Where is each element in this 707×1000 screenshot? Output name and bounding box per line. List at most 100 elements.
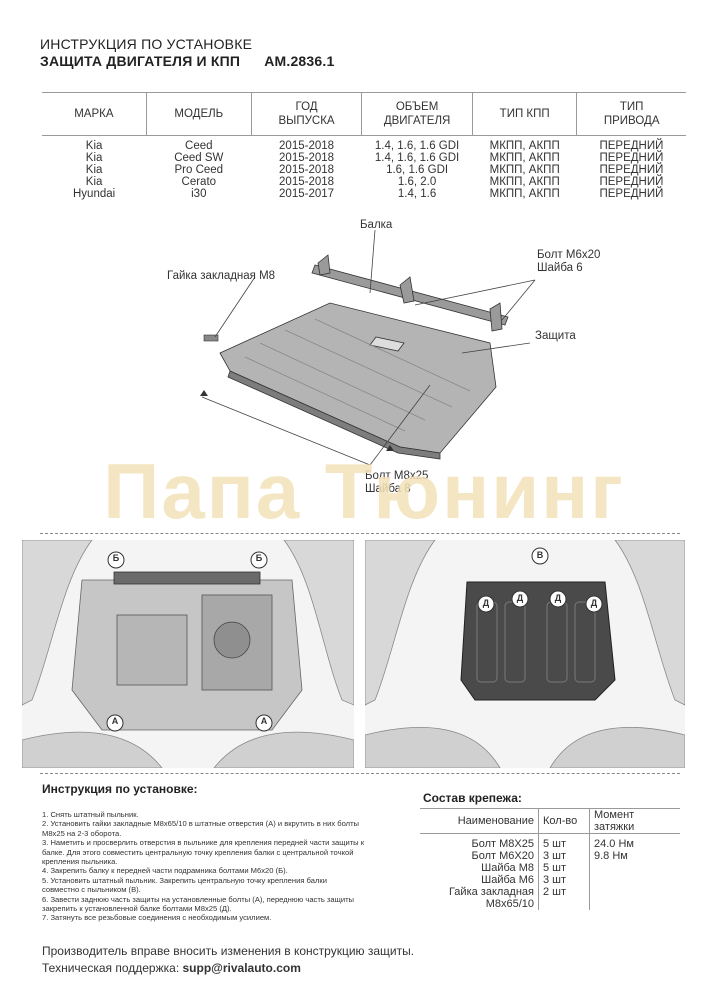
marker-d-3: Д [554, 593, 562, 603]
fasteners-row: Гайка закладная 2 шт [420, 886, 680, 898]
instruction-line: 5. Установить штатный пыльник. Закрепить… [42, 875, 327, 885]
bolt-marker-icon [386, 445, 394, 451]
fasteners-cell: 5 шт [538, 833, 590, 850]
marker-d-2: Д [516, 593, 524, 603]
spec-cell: МКПП, АКПП [489, 188, 560, 200]
instructions-title: Инструкция по установке: [42, 782, 198, 796]
spec-cell: 2015-2018 [279, 164, 335, 176]
fasteners-title: Состав крепежа: [423, 791, 522, 805]
watermark: Папа Тюнинг [103, 447, 625, 535]
fasteners-cell: 3 шт [538, 874, 590, 886]
spec-header-text: ОБЪЕМ [395, 101, 439, 113]
spec-cell: i30 [191, 188, 207, 200]
label-bolt-m8: Болт М8х25 [365, 470, 429, 482]
label-skid-plate: Защита [535, 330, 576, 342]
spec-cell: Kia [85, 140, 103, 152]
fasteners-cell: 5 шт [538, 862, 590, 874]
instruction-line: 3. Наметить и просверлить отверстия в пы… [42, 838, 365, 848]
fasteners-cell [589, 898, 680, 910]
marker-a-right: А [260, 716, 268, 726]
fasteners-cell [589, 886, 680, 898]
photo-before-installation [22, 540, 354, 768]
instruction-line: балке. Для этого совместить центральную … [42, 847, 354, 857]
separator-line [40, 773, 680, 774]
spec-cell: Ceed SW [174, 152, 224, 164]
fasteners-cell: Болт М6Х20 [471, 850, 534, 862]
spec-header-text: ТИП [619, 101, 644, 113]
separator-line [40, 533, 680, 534]
fasteners-row: Шайба М8 5 шт [420, 862, 680, 874]
spec-cell: 1.6, 1.6 GDI [386, 164, 449, 176]
exploded-diagram [200, 229, 536, 465]
spec-cell: Hyundai [73, 188, 116, 200]
fasteners-header-cell: Кол-во [538, 808, 590, 834]
marker-circle [255, 714, 273, 732]
spec-cell: 2015-2018 [279, 176, 335, 188]
spec-header-text: ГОД [295, 101, 318, 113]
marker-circle [250, 551, 268, 569]
spec-cell: ПЕРЕДНИЙ [599, 152, 664, 164]
marker-d-1: Д [482, 598, 490, 608]
installed-beam [113, 571, 261, 585]
fasteners-header-cell: Момент затяжки [589, 808, 680, 834]
part-code: AM.2836.1 [264, 53, 335, 69]
instructions-list: 1. Снять штатный пыльник.2. Установить г… [42, 810, 414, 923]
footer: Производитель вправе вносить изменения в… [42, 943, 414, 977]
spec-cell: МКПП, АКПП [489, 176, 560, 188]
label-nut-m8: Гайка закладная М8 [167, 270, 276, 282]
fasteners-row: Шайба М6 3 шт [420, 874, 680, 886]
marker-b-left: Б [112, 553, 120, 563]
spec-cell: МКПП, АКПП [489, 152, 560, 164]
bolt-marker-icon [200, 390, 208, 396]
label-bolt-m6: Болт М6х20 [537, 249, 601, 261]
spec-header-cell: ТИП КПП [471, 92, 577, 136]
spec-cell: ПЕРЕДНИЙ [599, 140, 664, 152]
spec-header-text: МОДЕЛЬ [174, 108, 224, 120]
marker-circle [106, 714, 124, 732]
nut-part [203, 334, 219, 342]
spec-header-text: ТИП КПП [499, 108, 550, 120]
document-title: ИНСТРУКЦИЯ ПО УСТАНОВКЕ ЗАЩИТА ДВИГАТЕЛЯ… [40, 36, 334, 70]
footer-disclaimer: Производитель вправе вносить изменения в… [42, 944, 415, 958]
instruction-line: 1. Снять штатный пыльник. [42, 810, 139, 819]
spec-cell: ПЕРЕДНИЙ [599, 164, 664, 176]
spec-cell: 2015-2017 [279, 188, 335, 200]
marker-circle [585, 595, 603, 613]
marker-circle [107, 551, 125, 569]
fasteners-cell [589, 874, 680, 886]
spec-cell: 1.4, 1.6, 1.6 GDI [374, 140, 460, 152]
skid-plate-part [219, 302, 497, 460]
spec-cell: Kia [85, 176, 103, 188]
spec-header-cell: ГОД ВЫПУСКА [250, 92, 362, 136]
title-line-1: ИНСТРУКЦИЯ ПО УСТАНОВКЕ [40, 36, 253, 52]
spec-cell: 1.4, 1.6, 1.6 GDI [374, 152, 460, 164]
marker-d-4: Д [590, 598, 598, 608]
instruction-line: М8х25 на 2-3 оборота. [42, 828, 122, 838]
spec-cell: Kia [85, 152, 103, 164]
spec-cell: ПЕРЕДНИЙ [599, 188, 664, 200]
instruction-line: 2. Установить гайки закладные М8х65/10 в… [42, 819, 360, 829]
fasteners-cell: Шайба М8 [481, 862, 534, 874]
instruction-line: закрепить к установленной балке болтами … [42, 904, 232, 914]
spec-header-text: ВЫПУСКА [278, 115, 335, 127]
fasteners-cell: Шайба М6 [481, 874, 534, 886]
marker-a-left: А [111, 716, 119, 726]
support-email[interactable]: supp@rivalauto.com [182, 961, 301, 975]
fasteners-cell: 3 шт [538, 850, 590, 862]
fasteners-cell [538, 898, 590, 910]
label-washer-6: Шайба 6 [537, 262, 583, 274]
spec-header-text: МАРКА [74, 108, 114, 120]
fasteners-cell: Гайка закладная [448, 886, 534, 898]
fasteners-cell: 2 шт [538, 886, 590, 898]
fasteners-header-cell: Наименование [420, 808, 539, 834]
instruction-line: 7. Затянуть все резьбовые соединения с н… [42, 913, 272, 923]
